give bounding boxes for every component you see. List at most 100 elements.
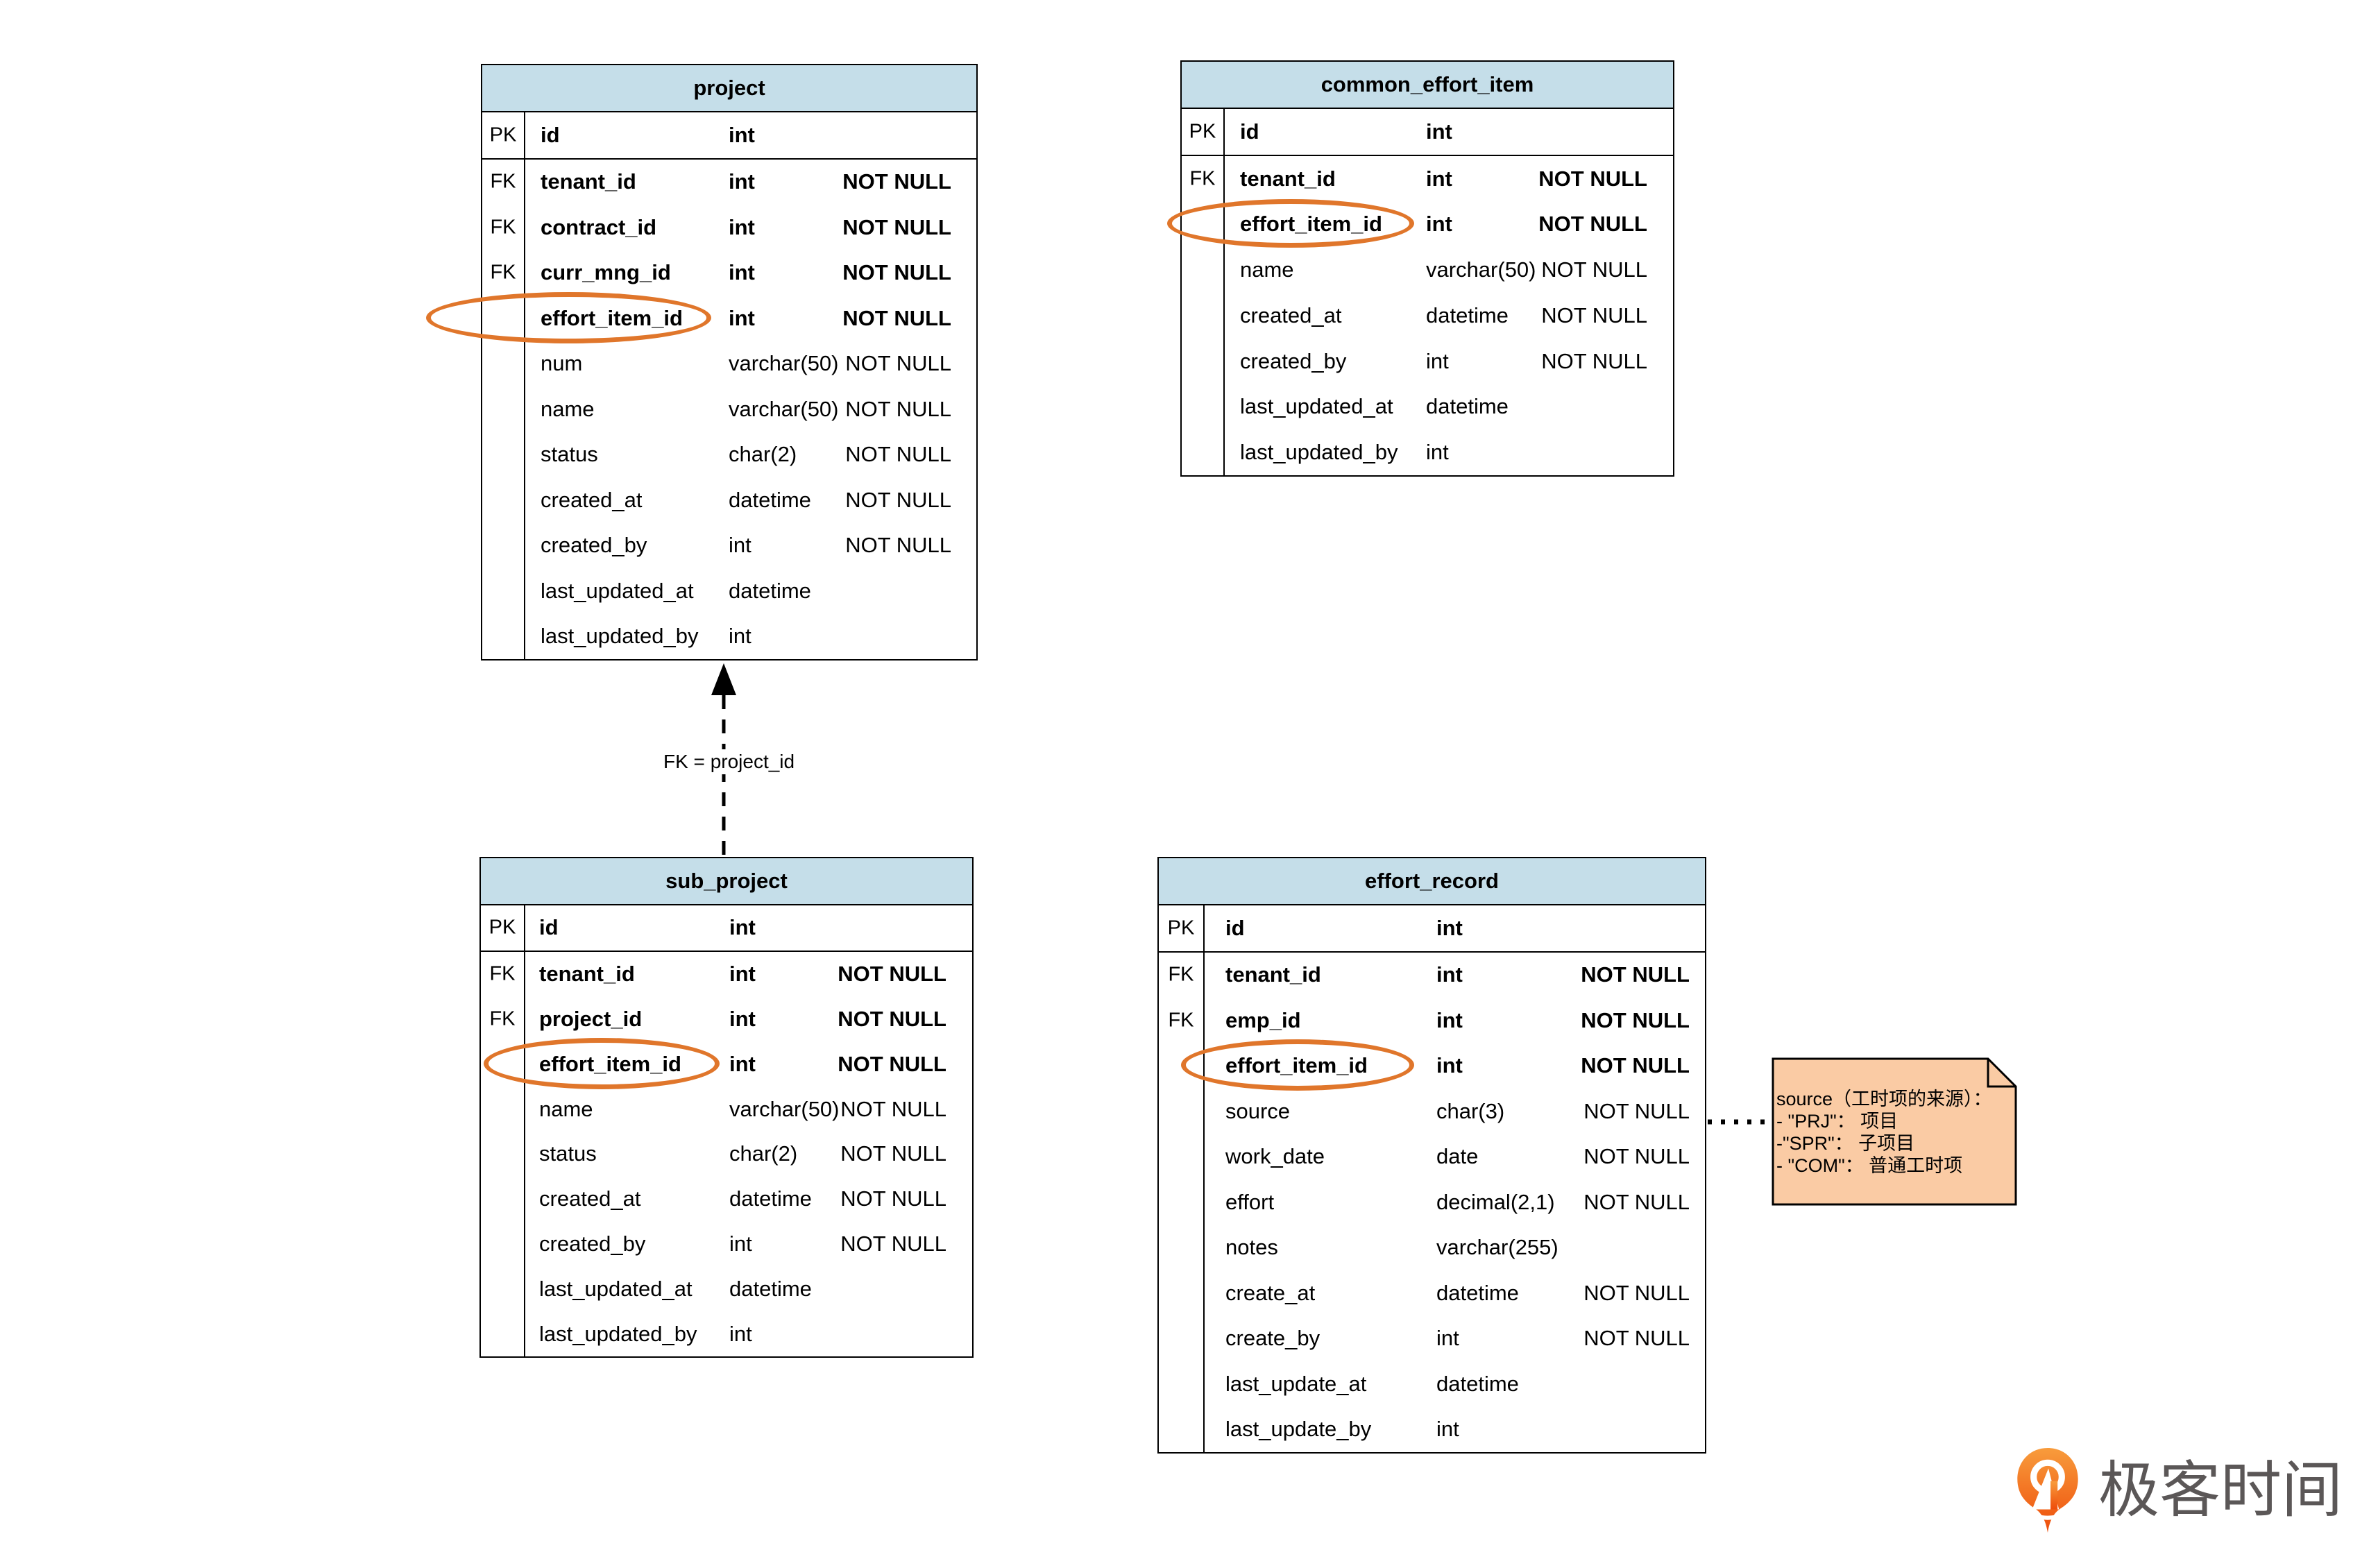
row-field-name: tenant_id — [1240, 166, 1336, 191]
row-field-type: int — [729, 533, 751, 558]
row-field-type: int — [729, 169, 755, 194]
row-field-type: int — [1426, 119, 1452, 144]
table-row-last_updated_at: last_updated_at datetime — [482, 568, 976, 614]
row-nullable: NOT NULL — [1583, 1098, 1690, 1123]
row-field-name: id — [541, 122, 560, 147]
row-nullable: NOT NULL — [1583, 1326, 1690, 1351]
row-field-name: tenant_id — [1225, 962, 1321, 987]
note-text: source（工时项的来源）： - "PRJ"： 项目 -"SPR"： 子项目 … — [1776, 1088, 1992, 1177]
row-field-name: created_by — [1240, 348, 1347, 373]
row-nullable: NOT NULL — [1583, 1280, 1690, 1305]
note-shape — [1772, 1057, 2017, 1206]
row-key-label: FK — [490, 216, 516, 239]
geektime-logo: 极客时间 — [2016, 1447, 2343, 1533]
row-field-name: effort_item_id — [1225, 1053, 1368, 1078]
row-field-type: datetime — [729, 1276, 812, 1301]
row-nullable: NOT NULL — [845, 396, 951, 421]
table-title: project — [482, 65, 976, 112]
table-title: common_effort_item — [1182, 62, 1673, 109]
row-field-type: datetime — [1436, 1280, 1519, 1305]
key-column-divider — [524, 904, 525, 1356]
row-field-type: varchar(50) — [729, 396, 839, 421]
row-field-type: int — [729, 1006, 756, 1031]
row-field-type: int — [729, 1231, 752, 1256]
row-field-name: effort_item_id — [1240, 212, 1382, 237]
row-field-name: emp_id — [1225, 1007, 1301, 1032]
row-nullable: NOT NULL — [845, 442, 951, 467]
table-title: sub_project — [481, 858, 972, 905]
arrowhead-up-icon — [711, 663, 736, 695]
row-nullable: NOT NULL — [842, 169, 951, 194]
row-field-type: varchar(50) — [729, 1096, 840, 1121]
row-field-name: name — [539, 1096, 593, 1121]
row-field-name: created_by — [539, 1231, 646, 1256]
row-nullable: NOT NULL — [1541, 302, 1647, 327]
row-field-type: int — [729, 214, 755, 239]
row-field-name: tenant_id — [541, 169, 636, 194]
row-field-name: last_updated_by — [541, 624, 699, 649]
row-nullable: NOT NULL — [845, 351, 951, 376]
row-field-name: created_at — [541, 487, 643, 512]
row-field-name: last_updated_by — [1240, 440, 1398, 465]
row-key-label: FK — [1189, 167, 1216, 190]
table-title: effort_record — [1159, 858, 1705, 905]
row-key-label: PK — [1189, 120, 1216, 143]
row-field-name: effort_item_id — [541, 305, 683, 330]
row-field-type: int — [1426, 440, 1449, 465]
row-nullable: NOT NULL — [842, 260, 951, 285]
row-key-label: PK — [489, 123, 517, 146]
fk-relation-label: FK = project_id — [659, 749, 799, 774]
row-nullable: NOT NULL — [840, 1186, 946, 1211]
row-field-name: last_updated_at — [541, 578, 694, 603]
row-nullable: NOT NULL — [840, 1231, 946, 1256]
row-field-name: effort_item_id — [539, 1051, 681, 1076]
row-key-label: FK — [489, 962, 516, 985]
row-nullable: NOT NULL — [1583, 1189, 1690, 1214]
note-line: source（工时项的来源）： — [1776, 1089, 1992, 1109]
row-field-type: int — [729, 1321, 752, 1346]
row-key-label: FK — [490, 261, 516, 284]
row-field-name: id — [1240, 119, 1259, 144]
row-field-type: char(2) — [729, 1141, 798, 1166]
table-row-id: PK id int — [1182, 109, 1673, 156]
row-field-type: int — [729, 1051, 756, 1076]
row-field-type: datetime — [729, 487, 811, 512]
fk-relation-arrow — [711, 663, 736, 859]
row-key-label: FK — [489, 1007, 516, 1030]
row-field-name: num — [541, 351, 583, 376]
row-field-name: create_by — [1225, 1326, 1320, 1351]
row-field-type: datetime — [729, 578, 811, 603]
row-field-name: created_at — [1240, 302, 1342, 327]
row-field-type: int — [1436, 1417, 1459, 1442]
row-field-name: id — [539, 915, 559, 940]
note-source-legend: source（工时项的来源）： - "PRJ"： 项目 -"SPR"： 子项目 … — [1772, 1057, 2017, 1206]
row-field-type: int — [1426, 212, 1452, 237]
row-nullable: NOT NULL — [842, 214, 951, 239]
row-nullable: NOT NULL — [838, 962, 946, 987]
table-row-last_updated_by: last_updated_by int — [1182, 429, 1673, 475]
row-field-name: project_id — [539, 1006, 643, 1031]
